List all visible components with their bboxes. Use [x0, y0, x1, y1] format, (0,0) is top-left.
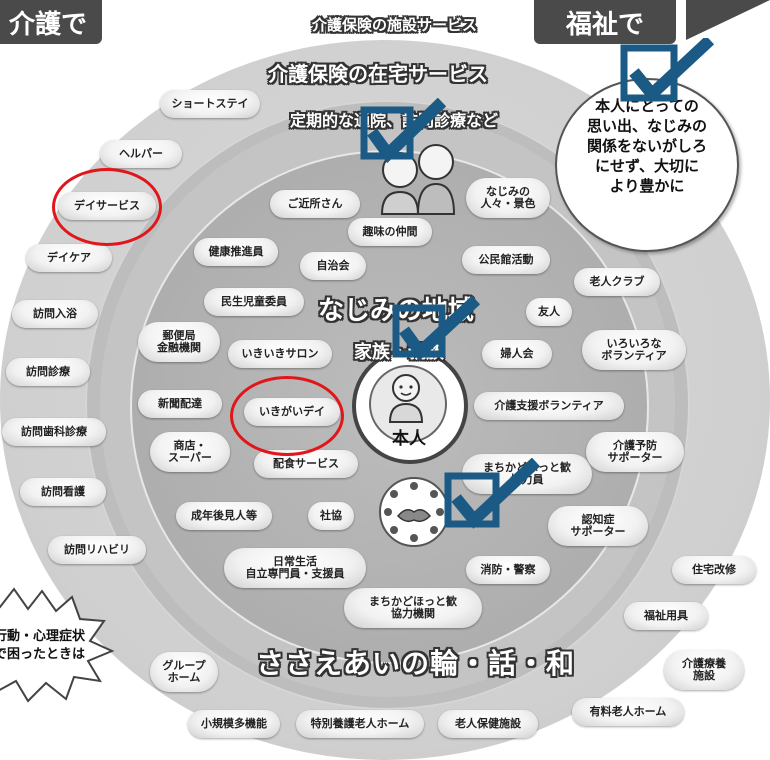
elderly-couple-icon: [380, 144, 456, 215]
meal-delivery-item: 配食サービス: [254, 450, 358, 478]
home-nursing-item: 訪問看護: [20, 478, 106, 506]
facility-service-title: 介護保険の施設サービス: [312, 16, 478, 34]
health-facility-item: 老人保健施設: [438, 710, 538, 738]
small-multi-item: 小規模多機能: [188, 710, 280, 738]
check-icon-family: [392, 296, 481, 361]
home-medical-item: 訪問診療: [6, 358, 90, 386]
hobby-friends-item: 趣味の仲間: [348, 218, 432, 246]
special-nursing-home-item: 特別養護老人ホーム: [296, 710, 424, 738]
womens-assoc-item: 婦人会: [482, 340, 552, 368]
friends-item: 友人: [526, 298, 572, 326]
various-volunteers-item: いろいろな ボランティア: [582, 330, 686, 370]
highlight-ikigai-day: [230, 376, 344, 456]
machikado-org-item: まちかどほっと歓 協力機関: [344, 588, 482, 628]
check-icon-community: [444, 458, 541, 529]
tab-nursing-care: 介護で: [0, 0, 102, 44]
post-office-item: 郵便局 金融機関: [138, 322, 220, 362]
community-handshake-icon: [379, 477, 449, 547]
neighborhood-assoc-item: 自治会: [300, 252, 366, 280]
senior-club-item: 老人クラブ: [574, 268, 660, 296]
home-bathing-item: 訪問入浴: [12, 300, 98, 328]
newspaper-delivery-item: 新聞配達: [138, 390, 222, 418]
community-hall-item: 公民館活動: [462, 246, 550, 274]
ikiiki-salon-item: いきいきサロン: [228, 340, 332, 368]
person-label: 本人: [392, 429, 426, 449]
neighbors-item: ご近所さん: [270, 190, 360, 218]
shops-item: 商店・ スーパー: [150, 432, 230, 472]
welfare-commissioner-item: 民生児童委員: [204, 288, 304, 316]
home-dental-item: 訪問歯科診療: [2, 418, 106, 446]
care-volunteer-item: 介護支援ボランティア: [474, 392, 624, 420]
fire-police-item: 消防・警察: [466, 556, 550, 584]
group-home-item: グループ ホーム: [150, 652, 218, 692]
tab-welfare: 福祉で: [534, 0, 676, 44]
home-rehab-item: 訪問リハビリ: [48, 536, 146, 564]
helper-item: ヘルパー: [100, 140, 182, 168]
health-promoter-item: 健康推進員: [194, 238, 278, 266]
arrow-icon: [686, 0, 770, 40]
person-icon: [388, 374, 424, 423]
dementia-supporter-item: 認知症 サポーター: [548, 506, 648, 546]
left-note-text: 行動・心理症状 で困ったときは: [0, 629, 86, 662]
check-icon-welfare: [620, 38, 715, 103]
paid-nursing-home-item: 有料老人ホーム: [572, 698, 684, 726]
day-care-item: デイケア: [26, 244, 112, 272]
short-stay-item: ショートステイ: [160, 90, 260, 118]
home-service-title: 介護保険の在宅サービス: [268, 62, 488, 86]
home-renovation-item: 住宅改修: [672, 556, 756, 584]
familiar-people-item: なじみの 人々・景色: [466, 178, 550, 218]
bottom-title: ささえあいの輪・話・和: [256, 647, 576, 680]
daily-life-specialist-item: 日常生活 自立専門員・支援員: [224, 548, 366, 588]
care-facility-item: 介護療養 施設: [664, 650, 744, 690]
highlight-day-service: [52, 168, 162, 246]
prevention-supporter-item: 介護予防 サポーター: [586, 432, 684, 472]
social-welfare-council-item: 社協: [308, 502, 354, 530]
adult-guardian-item: 成年後見人等: [176, 502, 272, 530]
jagged-note-shape: [0, 587, 115, 703]
check-icon-visits: [360, 98, 447, 164]
welfare-equipment-item: 福祉用具: [624, 602, 708, 630]
speech-bubble: 本人にとっての 思い出、なじみの 関係をないがしろ にせず、大切に より豊かに: [555, 78, 739, 252]
regular-visits-title: 定期的な通院、訪問診療など: [290, 111, 499, 130]
